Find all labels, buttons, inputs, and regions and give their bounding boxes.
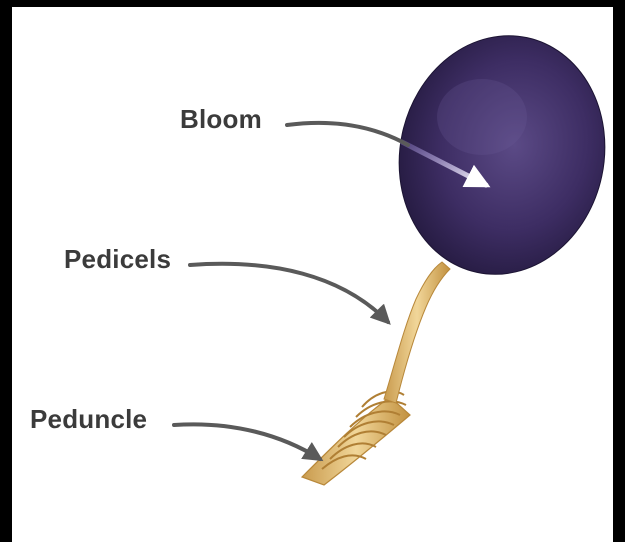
peduncle-shape xyxy=(302,391,410,485)
pedicel-shape xyxy=(384,262,450,403)
bloom-arrow xyxy=(287,123,408,145)
bloom-label: Bloom xyxy=(180,104,262,135)
grape-berry xyxy=(377,16,613,293)
pedicels-label: Pedicels xyxy=(64,244,171,275)
peduncle-arrow xyxy=(174,424,320,459)
diagram-panel: Bloom Pedicels Peduncle xyxy=(12,7,613,542)
peduncle-label: Peduncle xyxy=(30,404,147,435)
pedicels-arrow xyxy=(190,264,388,322)
